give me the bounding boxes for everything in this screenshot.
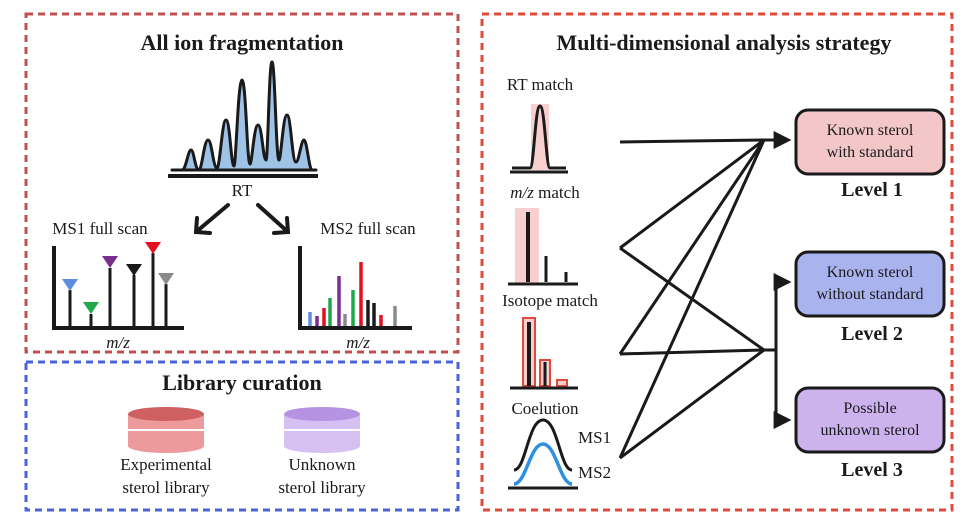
coelution-label: Coelution	[511, 399, 579, 418]
level2-line2: without standard	[816, 286, 923, 303]
aif-title: All ion fragmentation	[141, 30, 344, 55]
experimental-database-icon	[128, 407, 204, 453]
criteria-connectors	[618, 138, 766, 460]
level2-box	[794, 250, 946, 318]
strategy-title: Multi-dimensional analysis strategy	[557, 30, 892, 55]
mz-match-glyph	[508, 208, 578, 286]
ms2-mz-label: m/z	[346, 333, 370, 352]
experimental-library-line2: sterol library	[122, 478, 210, 497]
coelution-glyph	[508, 418, 578, 490]
rt-match-glyph	[510, 104, 568, 174]
experimental-library-line1: Experimental	[120, 455, 212, 474]
ms1-trace-label: MS1	[578, 428, 611, 447]
level1-line2: with standard	[827, 144, 914, 161]
unknown-library-line1: Unknown	[288, 455, 356, 474]
rt-match-label: RT match	[507, 75, 574, 94]
library-panel-border	[24, 360, 460, 512]
level1-line1: Known sterol	[827, 122, 914, 139]
mz-match-label: m/z match	[510, 183, 580, 202]
unknown-library-line2: sterol library	[278, 478, 366, 497]
ms2-trace-label: MS2	[578, 463, 611, 482]
isotope-match-label: Isotope match	[502, 291, 598, 310]
level1-label: Level 1	[841, 179, 903, 201]
aif-panel-border	[24, 12, 460, 354]
level1-box	[794, 108, 946, 176]
level3-label: Level 3	[841, 459, 903, 481]
ms1-spectrum	[52, 242, 184, 330]
chromatogram	[168, 60, 318, 178]
ms1-mz-label: m/z	[106, 333, 130, 352]
level2-label: Level 2	[841, 323, 903, 345]
isotope-match-glyph	[510, 317, 578, 390]
bracket-level2-3	[764, 273, 792, 429]
strategy-panel-border	[480, 12, 954, 512]
library-title: Library curation	[162, 370, 322, 395]
level3-box	[794, 386, 946, 454]
ms1-title: MS1 full scan	[52, 219, 148, 238]
ms2-spectrum	[298, 246, 412, 330]
split-arrows	[193, 203, 291, 235]
level2-line1: Known sterol	[827, 264, 914, 281]
rt-axis-label: RT	[232, 181, 253, 200]
level3-line1: Possible	[843, 400, 896, 417]
unknown-database-icon	[284, 407, 360, 453]
level3-line2: unknown sterol	[820, 422, 920, 439]
ms2-title: MS2 full scan	[320, 219, 416, 238]
